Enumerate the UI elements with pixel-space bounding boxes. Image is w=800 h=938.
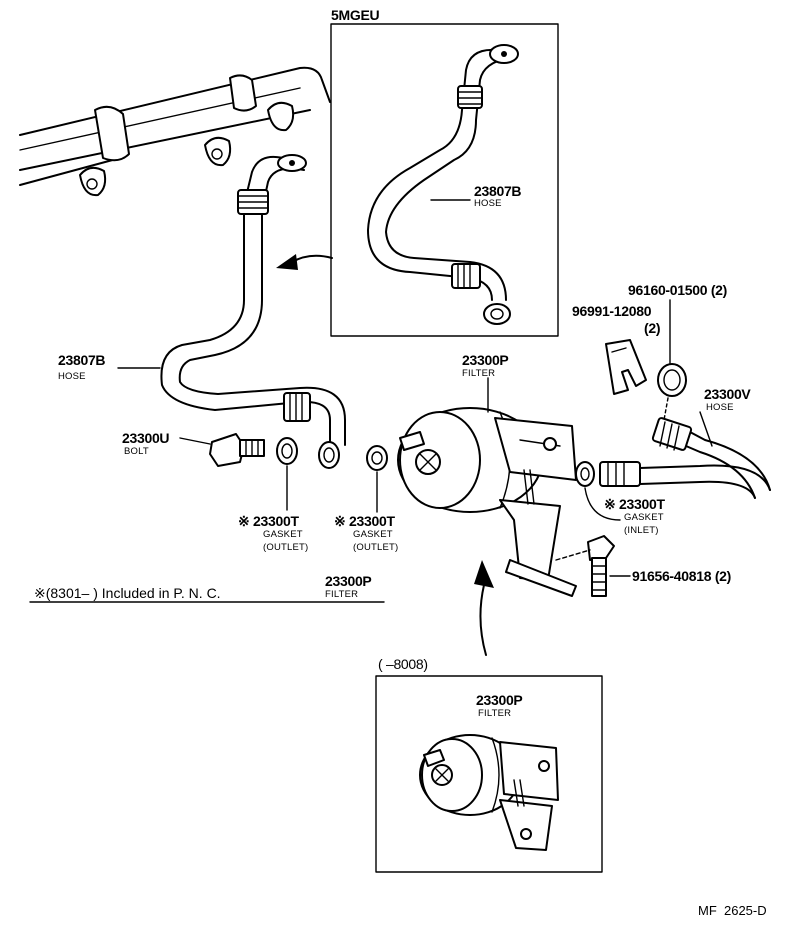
bolt-23300u <box>209 433 265 467</box>
callout-part-name: HOSE <box>706 402 734 413</box>
callout-part-number: ※ 23300T <box>334 513 395 529</box>
diagram-code: MF 2625-D <box>698 903 767 918</box>
bolt-91656-40818 <box>555 535 631 597</box>
gasket-outlet-2 <box>366 445 388 513</box>
callout-part-number: 96991-12080 <box>572 303 652 319</box>
callout-part-number: 23300P <box>462 352 509 368</box>
callout-note: (OUTLET) <box>353 542 399 553</box>
inset-top-title: 5MGEU <box>331 7 380 23</box>
inset-bottom-title: ( –8008) <box>378 656 428 672</box>
callout-part-name: GASKET <box>263 529 303 540</box>
inset-bottom-part-number: 23300P <box>476 692 523 708</box>
callout-part-name: BOLT <box>124 446 149 457</box>
callout-part-number: 91656-40818 (2) <box>632 568 732 584</box>
arrowhead <box>276 254 298 270</box>
callout-part-number: 23300V <box>704 386 751 402</box>
leader-lines <box>117 367 713 447</box>
hose-23807b <box>160 154 346 469</box>
footnote-part-name: FILTER <box>325 589 359 600</box>
callout-part-number: 23807B <box>58 352 106 368</box>
fuel-delivery-pipe <box>19 66 331 197</box>
arrowhead <box>474 560 494 588</box>
ring-96160-01500 <box>657 299 687 421</box>
callout-note: (INLET) <box>624 525 659 536</box>
direction-arrow-hose <box>291 254 333 263</box>
inset-top-part-number: 23807B <box>474 183 522 199</box>
footnote-part-number: 23300P <box>325 573 372 589</box>
inset-8008 <box>375 675 603 873</box>
inset-5mgeu <box>330 23 559 337</box>
callout-note: (OUTLET) <box>263 542 309 553</box>
fuel-filter-23300p <box>397 407 577 597</box>
callout-part-name: HOSE <box>58 371 86 382</box>
direction-arrow-filter <box>479 584 487 656</box>
callout-part-name: GASKET <box>624 512 664 523</box>
hose-23300v <box>575 417 771 521</box>
clip-96991-12080 <box>605 339 647 395</box>
footnote-text: ※(8301– ) Included in P. N. C. <box>34 585 221 601</box>
callout-part-name: FILTER <box>462 368 496 379</box>
inset-bottom-part-name: FILTER <box>478 708 512 719</box>
inset-top-part-name: HOSE <box>474 198 502 209</box>
callout-part-number: ※ 23300T <box>238 513 299 529</box>
callout-part-name: GASKET <box>353 529 393 540</box>
gasket-outlet-1 <box>276 437 298 511</box>
callout-qty: (2) <box>644 320 661 336</box>
callout-part-number: 23300U <box>122 430 170 446</box>
callout-part-number: 96160-01500 (2) <box>628 282 728 298</box>
callout-part-number: ※ 23300T <box>604 496 665 512</box>
